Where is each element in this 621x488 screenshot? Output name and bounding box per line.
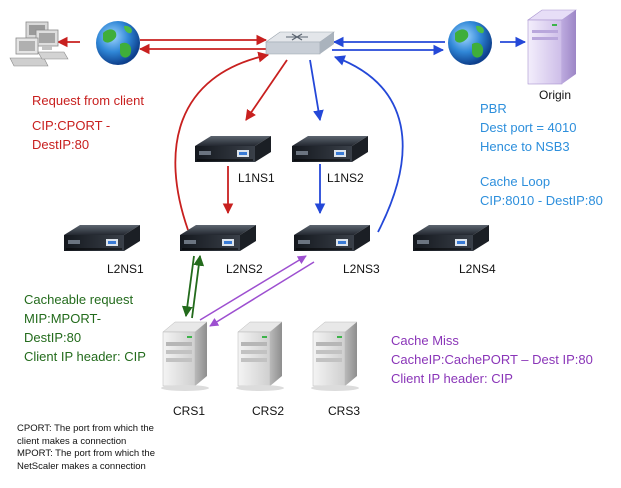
request-annotation: Request from client CIP:CPORT - DestIP:8… [32, 91, 144, 154]
pbr-line-2: Hence to NSB3 [480, 139, 570, 154]
pbr-line-1: Dest port = 4010 [480, 120, 577, 135]
footnote-line-3: MPORT: The port from which the [17, 448, 155, 459]
netscaler-appliance-icon [412, 224, 490, 252]
netscaler-appliance-icon [293, 224, 371, 252]
cache-miss-line-2: Client IP header: CIP [391, 371, 513, 386]
footnote-line-2: client makes a connection [17, 435, 127, 447]
cache-miss-title: Cache Miss [391, 333, 459, 348]
cache-server-icon [235, 321, 285, 392]
crs3-label: CRS3 [328, 404, 361, 418]
netscaler-appliance-icon [291, 135, 369, 163]
crs1-label: CRS1 [173, 404, 206, 418]
netscaler-appliance-icon [194, 135, 272, 163]
cacheable-request-flow [181, 254, 205, 319]
cacheable-line-3: Client IP header: CIP [24, 349, 146, 364]
cache-server-icon [160, 321, 210, 392]
origin-server-icon [527, 9, 577, 85]
l2ns1-label: L2NS1 [107, 262, 144, 276]
netscaler-appliance-icon [63, 224, 141, 252]
pbr-flow [309, 36, 527, 233]
crs2-label: CRS2 [252, 404, 285, 418]
footnote-line-4: NetScaler makes a connection [17, 460, 146, 472]
pbr-annotation: PBR Dest port = 4010 Hence to NSB3 [480, 99, 576, 156]
l2ns2-label: L2NS2 [226, 262, 263, 276]
cache-miss-line-1: CacheIP:CachePORT – Dest IP:80 [391, 352, 593, 367]
cacheable-annotation: Cacheable request MIP:MPORT- DestIP:80 C… [24, 290, 146, 366]
client-request-flow [56, 34, 288, 231]
globe-icon [96, 21, 140, 65]
l2ns4-label: L2NS4 [459, 262, 496, 276]
l1ns2-label: L1NS2 [327, 171, 364, 185]
cache-loop-line-1: CIP:8010 - DestIP:80 [480, 193, 603, 208]
cache-miss-annotation: Cache Miss CacheIP:CachePORT – Dest IP:8… [391, 331, 593, 388]
request-line-1: CIP:CPORT - [32, 118, 111, 133]
footnote-line-1: CPORT: The port from which the [17, 423, 154, 434]
origin-label: Origin [539, 88, 572, 102]
cacheable-line-1: MIP:MPORT- [24, 311, 102, 326]
footnote: CPORT: The port from which the client ma… [17, 423, 155, 473]
cacheable-line-2: DestIP:80 [24, 330, 82, 345]
netscaler-appliance-icon [179, 224, 257, 252]
globe-icon [448, 21, 492, 65]
l2ns3-label: L2NS3 [343, 262, 380, 276]
request-title: Request from client [32, 93, 144, 108]
request-line-2: DestIP:80 [32, 137, 90, 152]
pbr-title: PBR [480, 101, 507, 116]
cache-miss-flow [199, 255, 315, 327]
router-icon [265, 31, 335, 55]
l1ns1-label: L1NS1 [238, 171, 275, 185]
cache-loop-annotation: Cache Loop CIP:8010 - DestIP:80 [480, 172, 603, 210]
cache-server-icon [310, 321, 360, 392]
cacheable-title: Cacheable request [24, 292, 134, 307]
client-computers-icon [9, 21, 69, 67]
cache-loop-title: Cache Loop [480, 174, 551, 189]
